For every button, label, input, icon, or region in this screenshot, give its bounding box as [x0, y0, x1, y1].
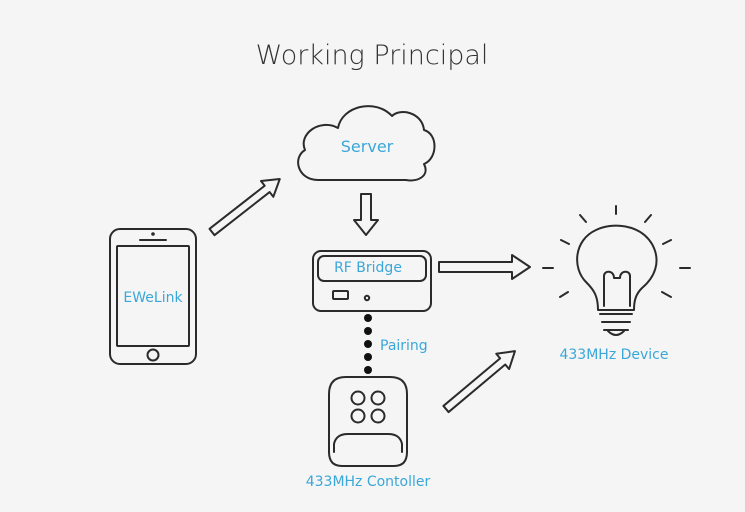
pairing-dot [364, 340, 372, 348]
phone-home-button [146, 348, 160, 362]
server-label: Server [341, 137, 394, 156]
pairing-link: Pairing [364, 314, 428, 374]
phone-screen [116, 245, 190, 347]
bridge-led [363, 294, 371, 302]
phone-camera [151, 232, 155, 236]
phone-label: EWeLink [123, 290, 183, 306]
arrow-phone-to-server [208, 178, 281, 237]
pairing-dot [364, 314, 372, 322]
bridge-top-panel [317, 255, 427, 282]
phone-node: EWeLink [109, 228, 197, 365]
remote-button [370, 390, 386, 406]
remote-icon [328, 376, 408, 467]
phone-icon [109, 228, 197, 365]
device-label: 433MHz Device [559, 347, 668, 363]
bridge-label: RF Bridge [334, 260, 402, 276]
bridge-usb-port [332, 290, 349, 300]
pairing-dot [364, 366, 372, 374]
remote-button [350, 408, 366, 424]
controller-label: 433MHz Contoller [306, 474, 431, 490]
remote-button [370, 408, 386, 424]
lightbulb-icon [542, 205, 691, 336]
controller-node: 433MHz Contoller [306, 376, 431, 490]
remote-button [350, 390, 366, 406]
arrow-server-to-bridge [353, 193, 379, 236]
remote-ring [333, 433, 403, 453]
diagram-title: Working Principal [256, 40, 489, 71]
pairing-dot [364, 353, 372, 361]
bridge-icon [312, 250, 432, 312]
server-node: Server [297, 105, 436, 182]
bridge-node: RF Bridge [312, 250, 432, 312]
pairing-label: Pairing [380, 338, 428, 354]
pairing-dot [364, 327, 372, 335]
cloud-icon [297, 105, 436, 182]
device-node: 433MHz Device [542, 205, 691, 363]
arrow-bridge-to-device [438, 254, 531, 280]
arrow-controller-to-device [442, 350, 516, 414]
